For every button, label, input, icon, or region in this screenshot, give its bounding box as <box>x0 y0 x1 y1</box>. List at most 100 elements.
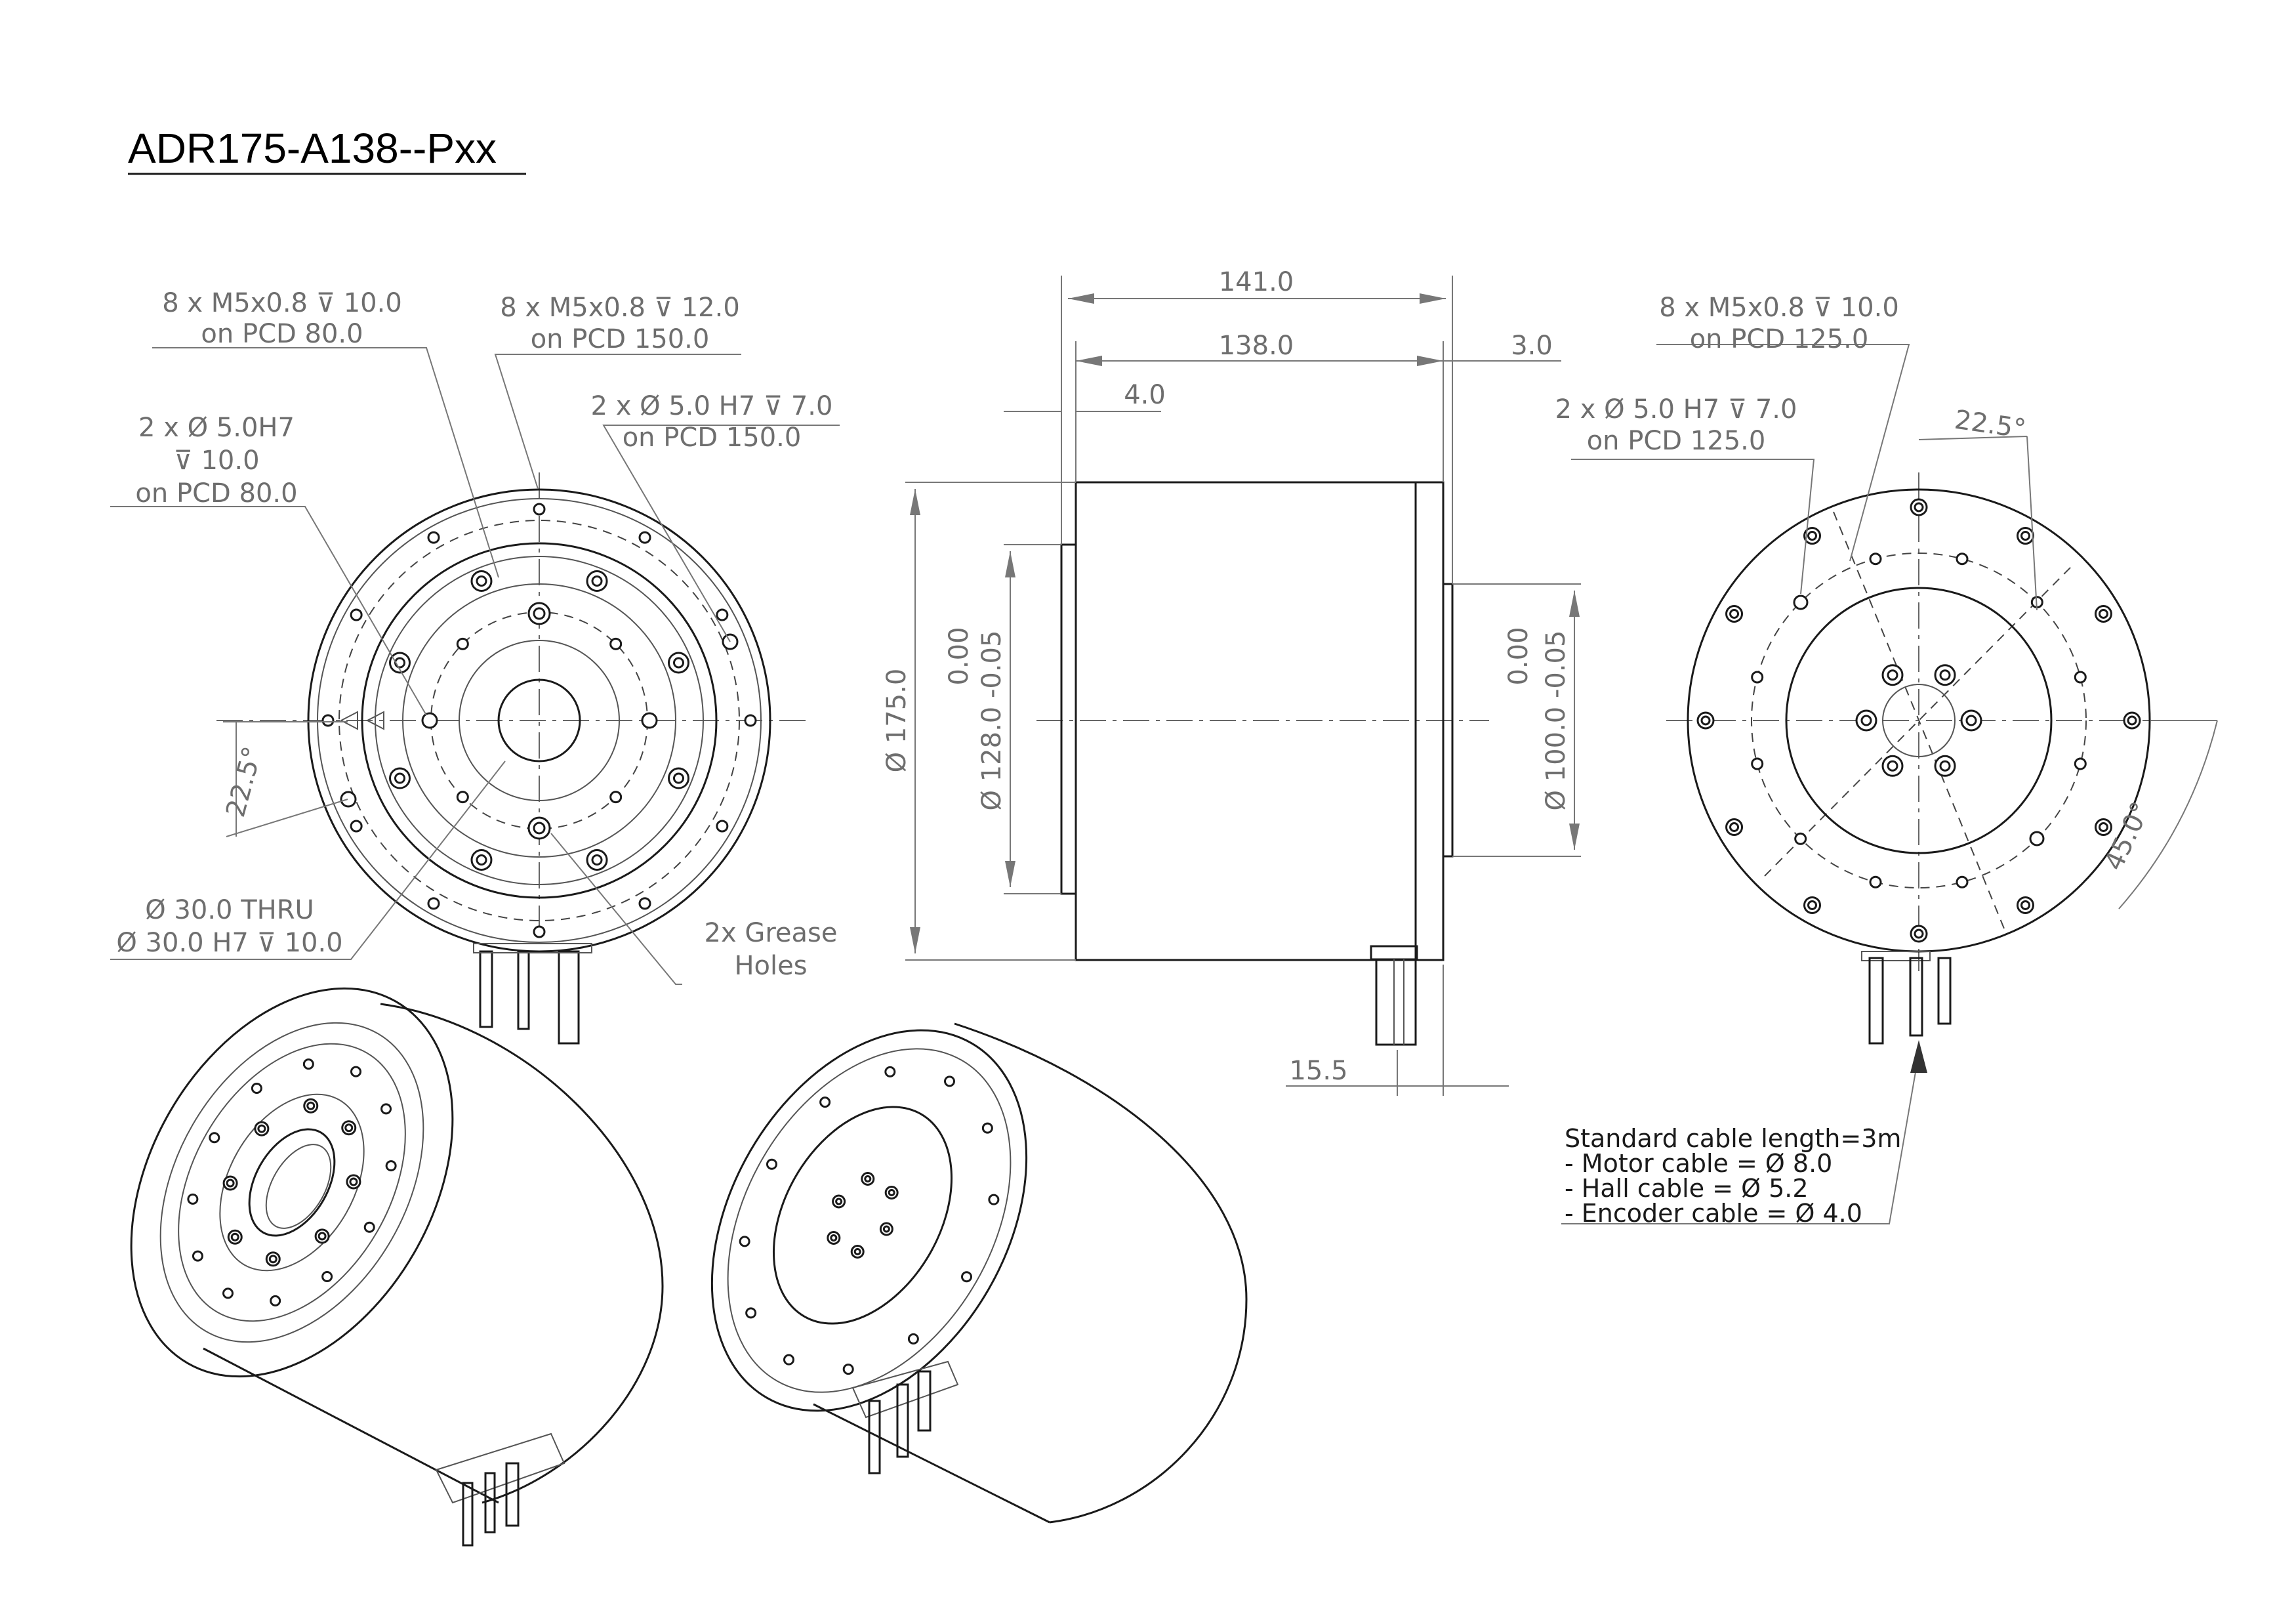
dim-100-tol-label: 0.00 <box>1504 627 1534 685</box>
outer-housing-circle <box>307 488 771 953</box>
bore-circle <box>497 678 581 762</box>
pcd125-tapped-hole <box>1869 875 1882 888</box>
iso-hole-inner <box>835 1198 843 1205</box>
outer-mounting-hole <box>350 608 363 621</box>
iso-hole <box>884 1066 896 1077</box>
rear-hub-hole-inner <box>1965 715 1977 726</box>
rear-view <box>1561 344 2218 1224</box>
cable <box>479 950 493 1028</box>
dim-141-label: 141.0 <box>1219 267 1294 297</box>
rear-m5-label: 8 x M5x0.8 ⊽ 10.0 <box>1659 293 1899 323</box>
outer-mounting-hole <box>638 531 651 544</box>
iso2-body-outline <box>954 1022 1248 1524</box>
rear-hub-hole-inner <box>1939 669 1951 681</box>
rear-inner-holes <box>1855 664 1982 777</box>
iso-hole-inner <box>268 1255 277 1264</box>
iso-hole <box>739 1236 750 1247</box>
pcd125-tapped-hole <box>1751 671 1764 684</box>
m5-pcd150-label: on PCD 150.0 <box>531 324 710 354</box>
pcd150-tapped-hole-inner <box>591 575 603 587</box>
cable <box>505 1462 520 1527</box>
iso-hole <box>302 1058 314 1070</box>
output-spigot <box>1060 543 1077 895</box>
cable <box>517 950 530 1030</box>
marker-triangle <box>365 711 384 730</box>
iso-hole-inner <box>318 1232 327 1241</box>
outer-mounting-hole <box>350 820 363 833</box>
dowel-pcd80-label: on PCD 80.0 <box>135 478 297 509</box>
front-view <box>110 347 840 1045</box>
pcd125-tapped-hole <box>1869 553 1882 566</box>
pcd-150-circle <box>338 520 740 921</box>
pcd150-tapped-hole-inner <box>476 854 487 866</box>
thru-bore-label: Ø 30.0 THRU <box>145 895 314 925</box>
dowel-pcd80-label: 2 x Ø 5.0H7 <box>138 413 295 443</box>
pcd150-tapped-hole-inner <box>394 657 406 669</box>
pcd125-tapped-hole <box>1956 875 1969 888</box>
outer-mounting-hole <box>427 531 440 544</box>
dim-128-tol-label: 0.00 <box>944 627 974 685</box>
iso2-rear-face <box>710 1029 1028 1412</box>
rear-outer-holes <box>1696 498 2141 943</box>
cable <box>868 1400 881 1474</box>
iso-hole <box>842 1364 854 1375</box>
outer-mounting-hole <box>716 608 729 621</box>
iso-hole <box>209 1132 220 1144</box>
dim-128-label: Ø 128.0 -0.05 <box>977 631 1007 811</box>
iso-hole-inner <box>853 1248 861 1255</box>
iso-hole-inner <box>882 1225 890 1233</box>
front-mid-holes <box>389 570 689 871</box>
isometric-view-rear <box>710 1022 1248 1524</box>
marker-triangle <box>339 711 358 730</box>
iso-hole <box>961 1271 973 1283</box>
rear-m5-label: on PCD 125.0 <box>1690 324 1869 354</box>
iso-hole <box>350 1066 361 1077</box>
iso-hole-inner <box>888 1189 895 1196</box>
iso-hole-inner <box>230 1232 239 1242</box>
isometric-view-front <box>130 987 664 1547</box>
outer-mounting-hole <box>716 820 729 833</box>
iso-hole-inner <box>306 1101 316 1110</box>
pcd125-tapped-hole <box>1751 757 1764 770</box>
pcd150-tapped-hole-inner <box>672 657 684 669</box>
rear-outer-hole-inner <box>2098 609 2108 619</box>
cable <box>462 1482 474 1547</box>
dowel-pin-hole <box>2029 831 2045 846</box>
dowel-pcd150-label: 2 x Ø 5.0 H7 ⊽ 7.0 <box>591 391 833 421</box>
drawing-title: ADR175-A138--Pxx <box>128 125 497 172</box>
m5-pcd80-label: on PCD 80.0 <box>201 319 363 349</box>
cable <box>1868 957 1884 1045</box>
rear-outer-hole-inner <box>1914 502 1924 512</box>
rear-outer-hole-inner <box>2020 531 2030 541</box>
iso-hole-inner <box>864 1175 872 1182</box>
front-outer-holes <box>321 503 757 938</box>
pcd80-tapped-hole <box>609 637 623 650</box>
outer-mounting-hole <box>638 897 651 910</box>
dim-15-5-label: 15.5 <box>1289 1056 1347 1086</box>
iso-hole <box>907 1333 919 1345</box>
thru-bore-label: Ø 30.0 H7 ⊽ 10.0 <box>116 928 342 958</box>
rear-hub-circle <box>1785 587 2053 854</box>
dowel-pin-hole <box>1793 595 1809 610</box>
iso-hole <box>363 1221 375 1233</box>
iso-hole <box>192 1250 203 1262</box>
pcd150-tapped-hole-inner <box>476 575 487 587</box>
side-view <box>905 276 1581 1096</box>
rear-outer-hole-inner <box>2127 715 2137 726</box>
pcd125-tapped-hole <box>2074 757 2087 770</box>
rear-hub-hole-inner <box>1939 760 1951 772</box>
outer-mounting-hole <box>321 714 335 727</box>
rear-outer-hole-inner <box>1807 900 1817 910</box>
rear-spigot <box>1442 583 1454 858</box>
rear-outer-hole-inner <box>1807 531 1817 541</box>
iso-hole <box>270 1295 281 1306</box>
rear-dowel-label: on PCD 125.0 <box>1587 426 1766 456</box>
m5-pcd150-label: 8 x M5x0.8 ⊽ 12.0 <box>500 293 740 323</box>
pcd80-tapped-hole <box>456 637 469 650</box>
dowel-pin-hole <box>641 712 658 729</box>
rear-angle-right-label: 45.0° <box>2099 797 2156 875</box>
iso-hole-inner <box>344 1123 354 1133</box>
dim-138-label: 138.0 <box>1219 331 1294 361</box>
iso-hole <box>981 1122 993 1134</box>
iso-hole-inner <box>830 1234 838 1242</box>
